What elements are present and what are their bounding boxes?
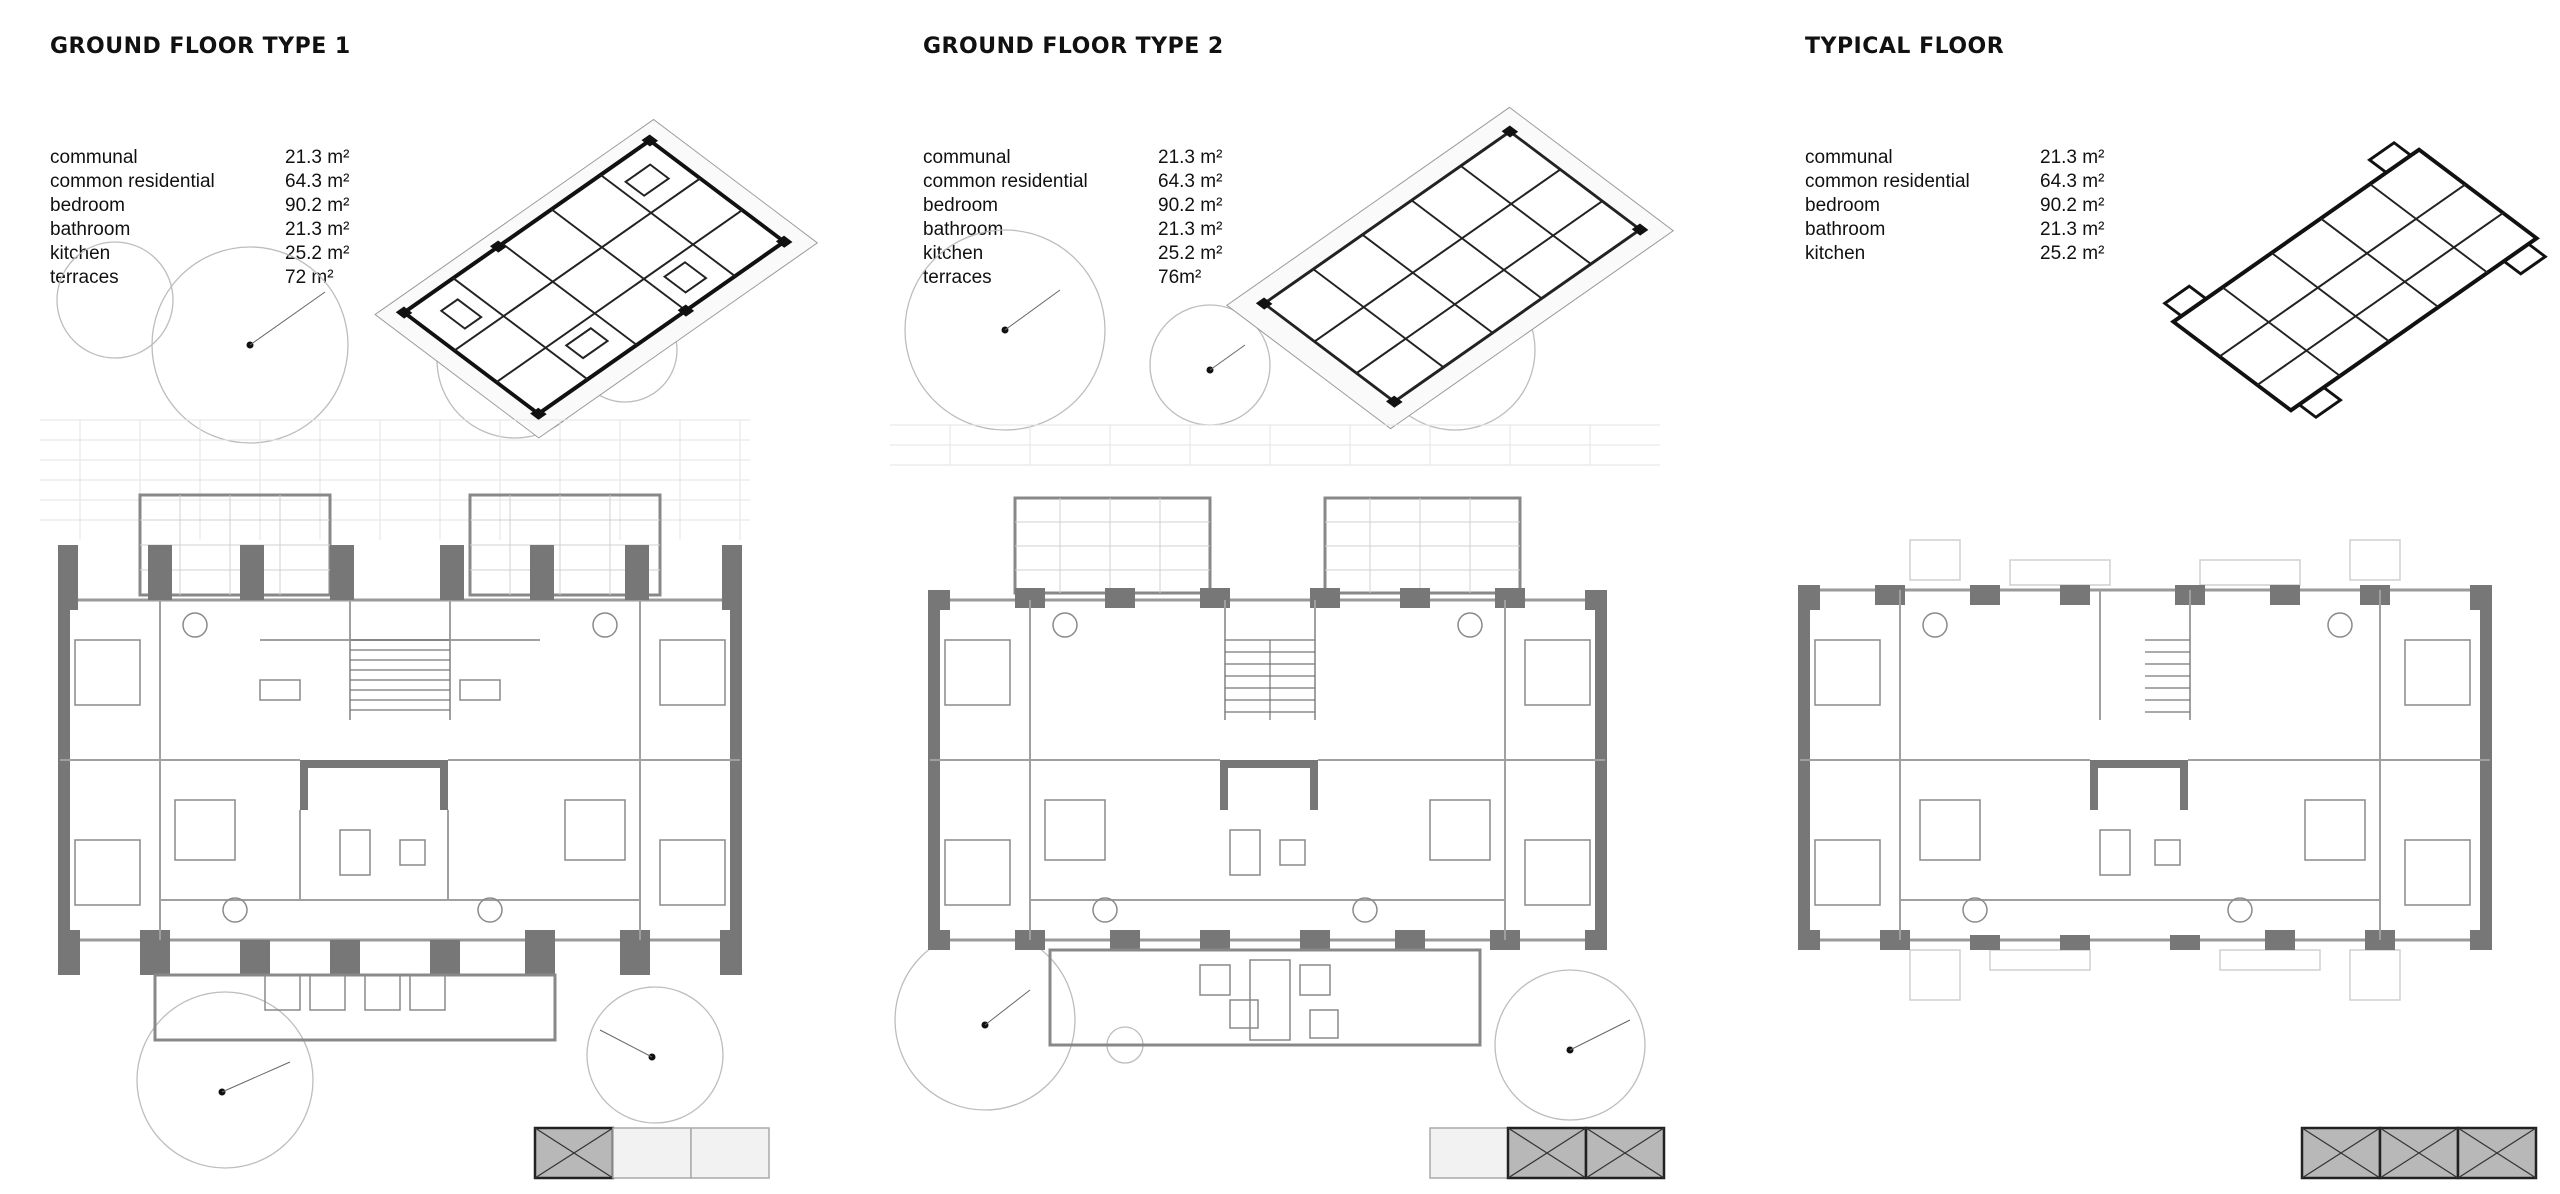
terrace-tiles <box>140 495 660 595</box>
area-value: 72 m² <box>285 267 334 288</box>
area-name: bathroom <box>1805 219 1886 240</box>
area-row: communal 21.3 m² <box>50 146 349 170</box>
area-value: 21.3 m² <box>2040 219 2105 240</box>
area-name: bedroom <box>50 195 125 216</box>
area-name: kitchen <box>1805 243 1866 264</box>
furniture <box>944 612 1591 923</box>
tree-radius-lines <box>984 289 1631 1051</box>
terrace-tiles <box>1015 498 1520 593</box>
area-value: 90.2 m² <box>285 195 350 216</box>
furniture <box>74 612 726 923</box>
area-value: 25.2 m² <box>1158 243 1223 264</box>
area-name: terraces <box>50 267 119 288</box>
panel-ground-floor-type-1: GROUND FLOOR TYPE 1 communal 21.3 m² comm… <box>0 0 870 1194</box>
area-value: 90.2 m² <box>1158 195 1223 216</box>
key-plan-cross <box>1585 1127 1665 1179</box>
area-row: kitchen 25.2 m² <box>1805 242 2104 266</box>
area-name: kitchen <box>923 243 984 264</box>
area-row: bedroom 90.2 m² <box>1805 194 2104 218</box>
area-row: bathroom 21.3 m² <box>1805 218 2104 242</box>
key-plan <box>533 1126 770 1180</box>
axonometric-model <box>2162 140 2548 420</box>
area-name: communal <box>923 147 1011 168</box>
key-plan-cross <box>1507 1127 1587 1179</box>
area-value: 21.3 m² <box>2040 147 2105 168</box>
area-schedule: communal 21.3 m² common residential 64.3 m… <box>50 146 349 290</box>
furniture <box>1814 612 2471 923</box>
area-name: bedroom <box>923 195 998 216</box>
area-name: common residential <box>1805 171 1970 192</box>
paving-grid <box>40 419 750 540</box>
panel-typical-floor: TYPICAL FLOOR communal 21.3 m² common res… <box>1770 0 2560 1194</box>
area-row: common residential 64.3 m² <box>50 170 349 194</box>
area-row: common residential 64.3 m² <box>923 170 1222 194</box>
drawing-layer <box>1798 140 2548 1180</box>
panel-title: GROUND FLOOR TYPE 2 <box>923 34 1224 59</box>
area-row: terraces 72 m² <box>50 266 349 290</box>
building-plan <box>928 588 1607 1047</box>
stair <box>350 639 450 711</box>
key-plan-block-inactive <box>1429 1127 1509 1179</box>
area-row: bathroom 21.3 m² <box>923 218 1222 242</box>
key-plan-cross <box>2379 1127 2459 1179</box>
key-plan-block-inactive <box>690 1127 770 1179</box>
area-name: bathroom <box>923 219 1004 240</box>
stair <box>2145 639 2190 713</box>
stair <box>1225 639 1315 720</box>
area-value: 64.3 m² <box>1158 171 1223 192</box>
paving-grid <box>890 424 1660 466</box>
key-plan <box>2300 1126 2538 1180</box>
key-plan-cross <box>2301 1127 2381 1179</box>
area-name: bathroom <box>50 219 131 240</box>
building-plan <box>58 545 742 1042</box>
axonometric-model <box>374 118 819 439</box>
area-value: 21.3 m² <box>285 219 350 240</box>
area-row: communal 21.3 m² <box>1805 146 2104 170</box>
area-row: bedroom 90.2 m² <box>923 194 1222 218</box>
area-row: common residential 64.3 m² <box>1805 170 2104 194</box>
area-name: common residential <box>923 171 1088 192</box>
area-value: 21.3 m² <box>1158 219 1223 240</box>
area-value: 90.2 m² <box>2040 195 2105 216</box>
building-plan <box>1798 539 2492 1001</box>
key-plan-block-inactive <box>612 1127 692 1179</box>
area-row: bathroom 21.3 m² <box>50 218 349 242</box>
key-plan-cross <box>2457 1127 2537 1179</box>
axonometric-model <box>1226 106 1675 430</box>
area-row: kitchen 25.2 m² <box>923 242 1222 266</box>
area-value: 64.3 m² <box>2040 171 2105 192</box>
area-schedule: communal 21.3 m² common residential 64.3 m… <box>923 146 1222 290</box>
area-value: 64.3 m² <box>285 171 350 192</box>
area-name: terraces <box>923 267 992 288</box>
area-name: bedroom <box>1805 195 1880 216</box>
key-plan-cross <box>534 1127 614 1179</box>
area-row: bedroom 90.2 m² <box>50 194 349 218</box>
panel-title: GROUND FLOOR TYPE 1 <box>50 34 351 59</box>
area-value: 76m² <box>1158 267 1202 288</box>
panel-title: TYPICAL FLOOR <box>1805 34 2005 59</box>
area-schedule: communal 21.3 m² common residential 64.3 m… <box>1805 146 2104 266</box>
area-value: 25.2 m² <box>285 243 350 264</box>
area-name: communal <box>50 147 138 168</box>
area-name: communal <box>1805 147 1893 168</box>
area-name: common residential <box>50 171 215 192</box>
area-row: terraces 76m² <box>923 266 1222 290</box>
area-value: 21.3 m² <box>285 147 350 168</box>
area-value: 21.3 m² <box>1158 147 1223 168</box>
drawing-layer <box>40 118 819 1180</box>
area-row: communal 21.3 m² <box>923 146 1222 170</box>
key-plan <box>1429 1126 1666 1180</box>
area-value: 25.2 m² <box>2040 243 2105 264</box>
drawing-layer <box>890 106 1675 1180</box>
panel-ground-floor-type-2: GROUND FLOOR TYPE 2 communal 21.3 m² comm… <box>870 0 1770 1194</box>
